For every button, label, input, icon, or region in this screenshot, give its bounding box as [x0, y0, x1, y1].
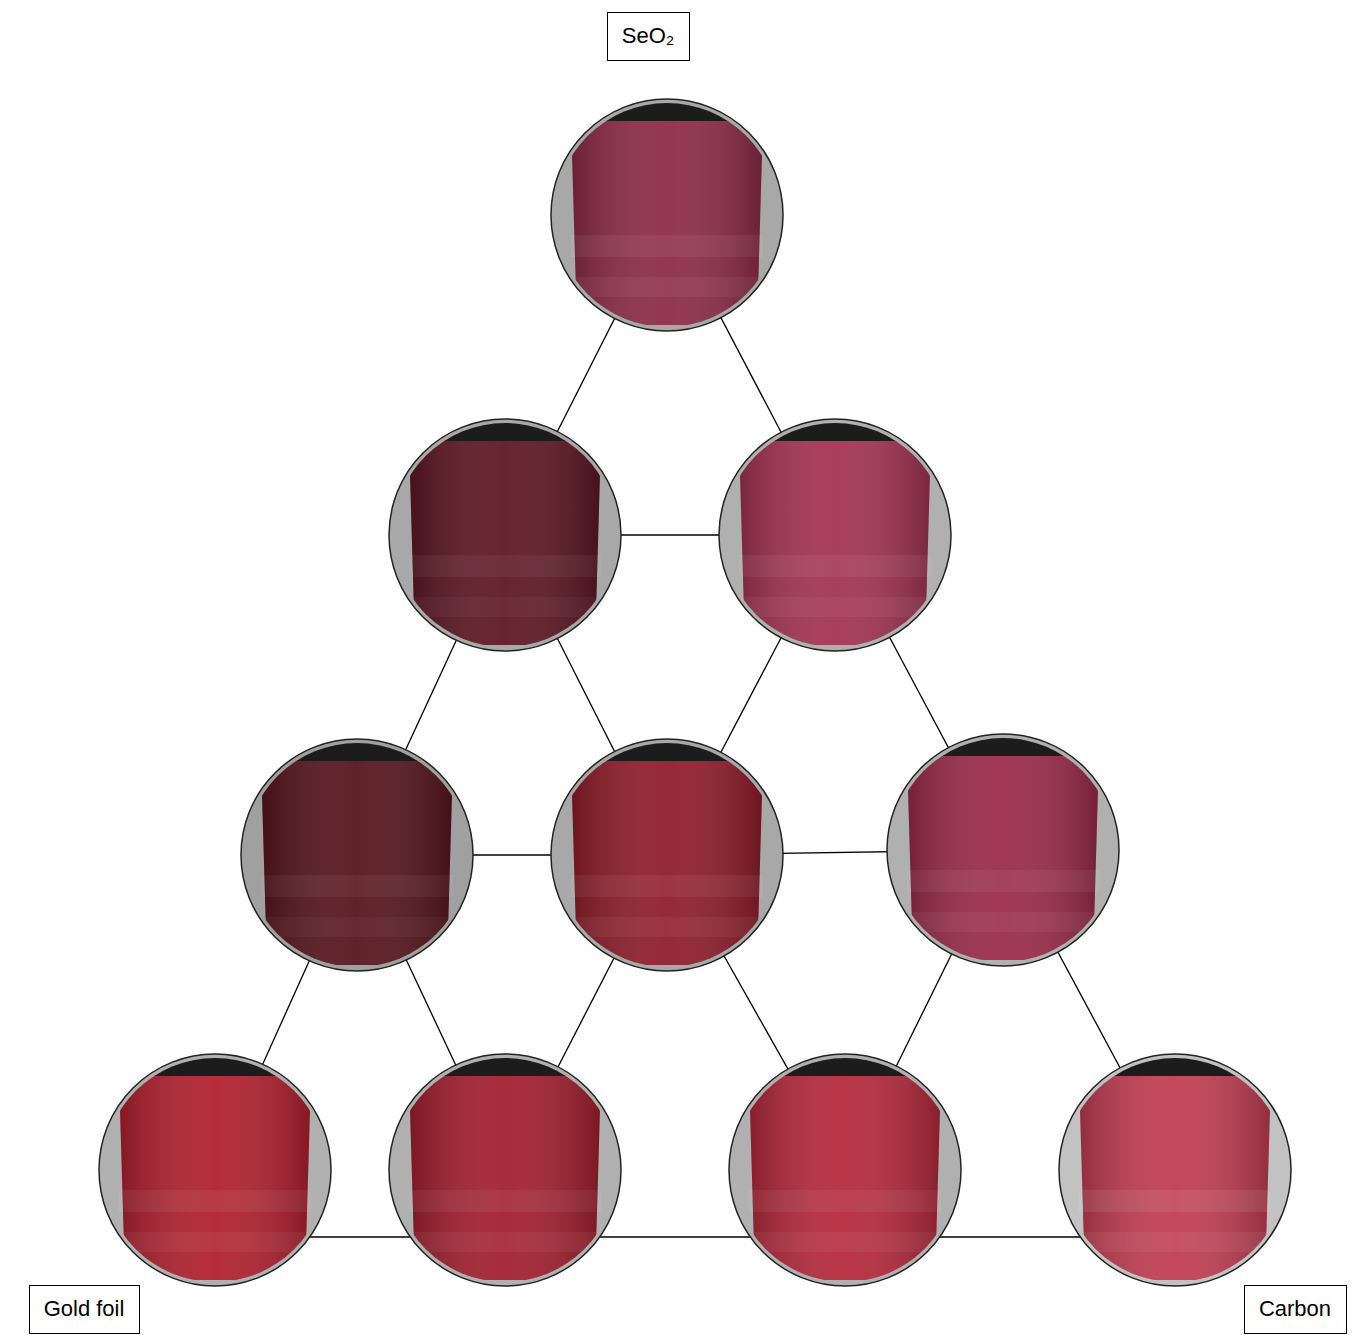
label-box: Carbon [1244, 1285, 1347, 1334]
label-box: Gold foil [29, 1285, 140, 1334]
vial-photo [95, 1050, 335, 1286]
lattice-lines [215, 215, 1175, 1237]
vial-photo [547, 95, 787, 331]
label-box: SeO₂ [607, 12, 690, 61]
vial-photo [715, 415, 955, 651]
vial-photo [547, 735, 787, 971]
vial-photo [385, 415, 625, 651]
box-label: Gold foil [44, 1296, 125, 1322]
vial-photo [385, 1050, 625, 1286]
vial-photo [883, 730, 1123, 966]
box-label: Carbon [1259, 1296, 1331, 1322]
vial-photo [237, 735, 477, 971]
vial-photo [1055, 1050, 1295, 1286]
vial-photo [725, 1050, 965, 1286]
box-label: SeO₂ [622, 23, 675, 49]
